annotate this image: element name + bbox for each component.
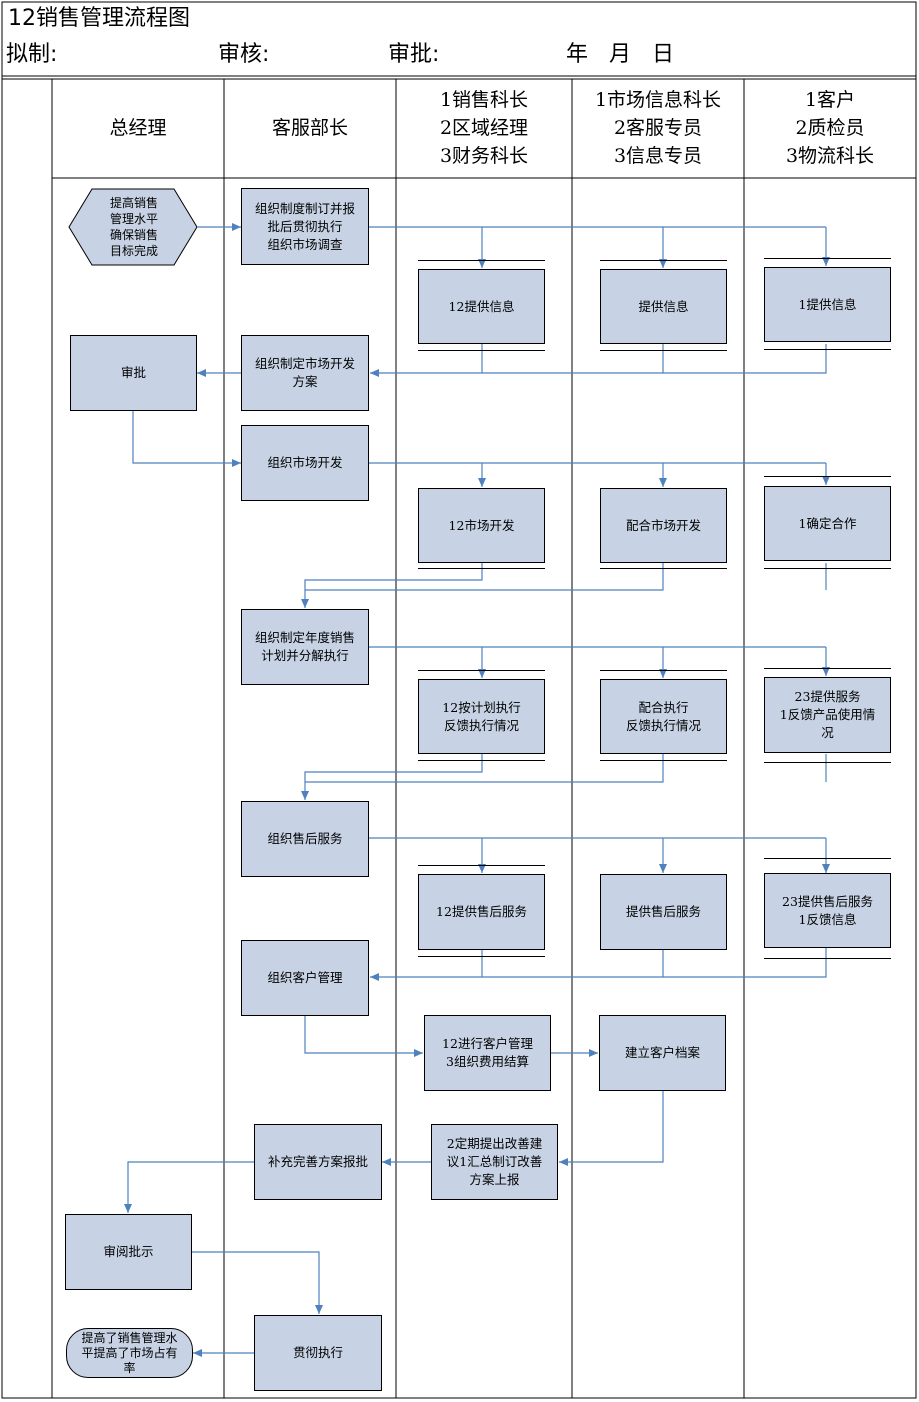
- sales-improve-node: 2定期提出改善建 议1汇总制订改善 方案上报: [431, 1124, 558, 1200]
- cs-policy-node: 组织制度制订并报 批后贯彻执行 组织市场调查: [241, 188, 369, 265]
- doc-bar: [764, 762, 891, 763]
- start-hexagon: [68, 188, 198, 266]
- cs-implement-node: 贯彻执行: [254, 1315, 382, 1391]
- doc-bar: [418, 568, 545, 569]
- doc-bar: [418, 260, 545, 261]
- cs-supplement-node: 补充完善方案报批: [254, 1124, 382, 1200]
- sales-execute-node: 12按计划执行 反馈执行情况: [418, 679, 545, 754]
- doc-bar: [600, 760, 727, 761]
- doc-bar: [418, 956, 545, 957]
- cust-confirm-node: 1确定合作: [764, 486, 891, 561]
- lane-header-customer: 1客户 2质检员 3物流科长: [785, 89, 875, 167]
- doc-bar: [764, 568, 891, 569]
- mkt-archive-node: 建立客户档案: [599, 1015, 726, 1091]
- cust-after-sales-node: 23提供售后服务 1反馈信息: [764, 873, 891, 948]
- end-node: 提高了销售管理水 平提高了市场占有 率: [66, 1328, 193, 1378]
- lane-header-market-info: 1市场信息科长 2客服专员 3信息专员: [594, 89, 722, 167]
- doc-bar: [600, 260, 727, 261]
- mkt-market-dev-node: 配合市场开发: [600, 488, 727, 563]
- cs-market-dev-node: 组织市场开发: [241, 425, 369, 501]
- reviewed-label: 审核:: [218, 42, 270, 67]
- cs-client-mgmt-node: 组织客户管理: [241, 940, 369, 1016]
- doc-bar: [764, 668, 891, 669]
- mkt-info-node: 提供信息: [600, 269, 727, 344]
- doc-bar: [764, 258, 891, 259]
- cust-info-node: 1提供信息: [764, 267, 891, 342]
- mkt-execute-node: 配合执行 反馈执行情况: [600, 679, 727, 754]
- mkt-after-sales-node: 提供售后服务: [600, 874, 727, 950]
- gm-approve-node: 审批: [70, 335, 197, 411]
- cs-after-sales-node: 组织售后服务: [241, 801, 369, 877]
- gm-review-node: 审阅批示: [65, 1214, 192, 1290]
- doc-bar: [600, 670, 727, 671]
- doc-bar: [600, 568, 727, 569]
- doc-bar: [764, 958, 891, 959]
- sales-client-mgmt-node: 12进行客户管理 3组织费用结算: [424, 1015, 551, 1091]
- doc-bar: [418, 350, 545, 351]
- doc-bar: [764, 349, 891, 350]
- page-title: 12销售管理流程图: [8, 6, 190, 31]
- connector-lines: [124, 223, 830, 1357]
- sales-info-node: 12提供信息: [418, 269, 545, 344]
- doc-bar: [418, 670, 545, 671]
- cs-plan-node: 组织制定市场开发 方案: [241, 335, 369, 411]
- start-node: 提高销售 管理水平 确保销售 目标完成: [109, 196, 158, 258]
- sales-market-dev-node: 12市场开发: [418, 488, 545, 563]
- doc-bar: [764, 476, 891, 477]
- doc-bar: [764, 858, 891, 859]
- date-label: 年 月 日: [566, 42, 674, 67]
- doc-bar: [600, 350, 727, 351]
- approved-label: 审批:: [388, 42, 440, 67]
- doc-bar: [418, 760, 545, 761]
- sales-after-sales-node: 12提供售后服务: [418, 874, 545, 950]
- lane-header-sales: 1销售科长 2区域经理 3财务科长: [439, 89, 529, 167]
- lane-header-general-manager: 总经理: [109, 117, 167, 139]
- doc-bar: [418, 865, 545, 866]
- lane-header-customer-service: 客服部长: [271, 117, 348, 139]
- cust-service-node: 23提供服务 1反馈产品使用情 况: [764, 677, 891, 753]
- drafted-label: 拟制:: [6, 42, 58, 67]
- cs-annual-plan-node: 组织制定年度销售 计划并分解执行: [241, 609, 369, 685]
